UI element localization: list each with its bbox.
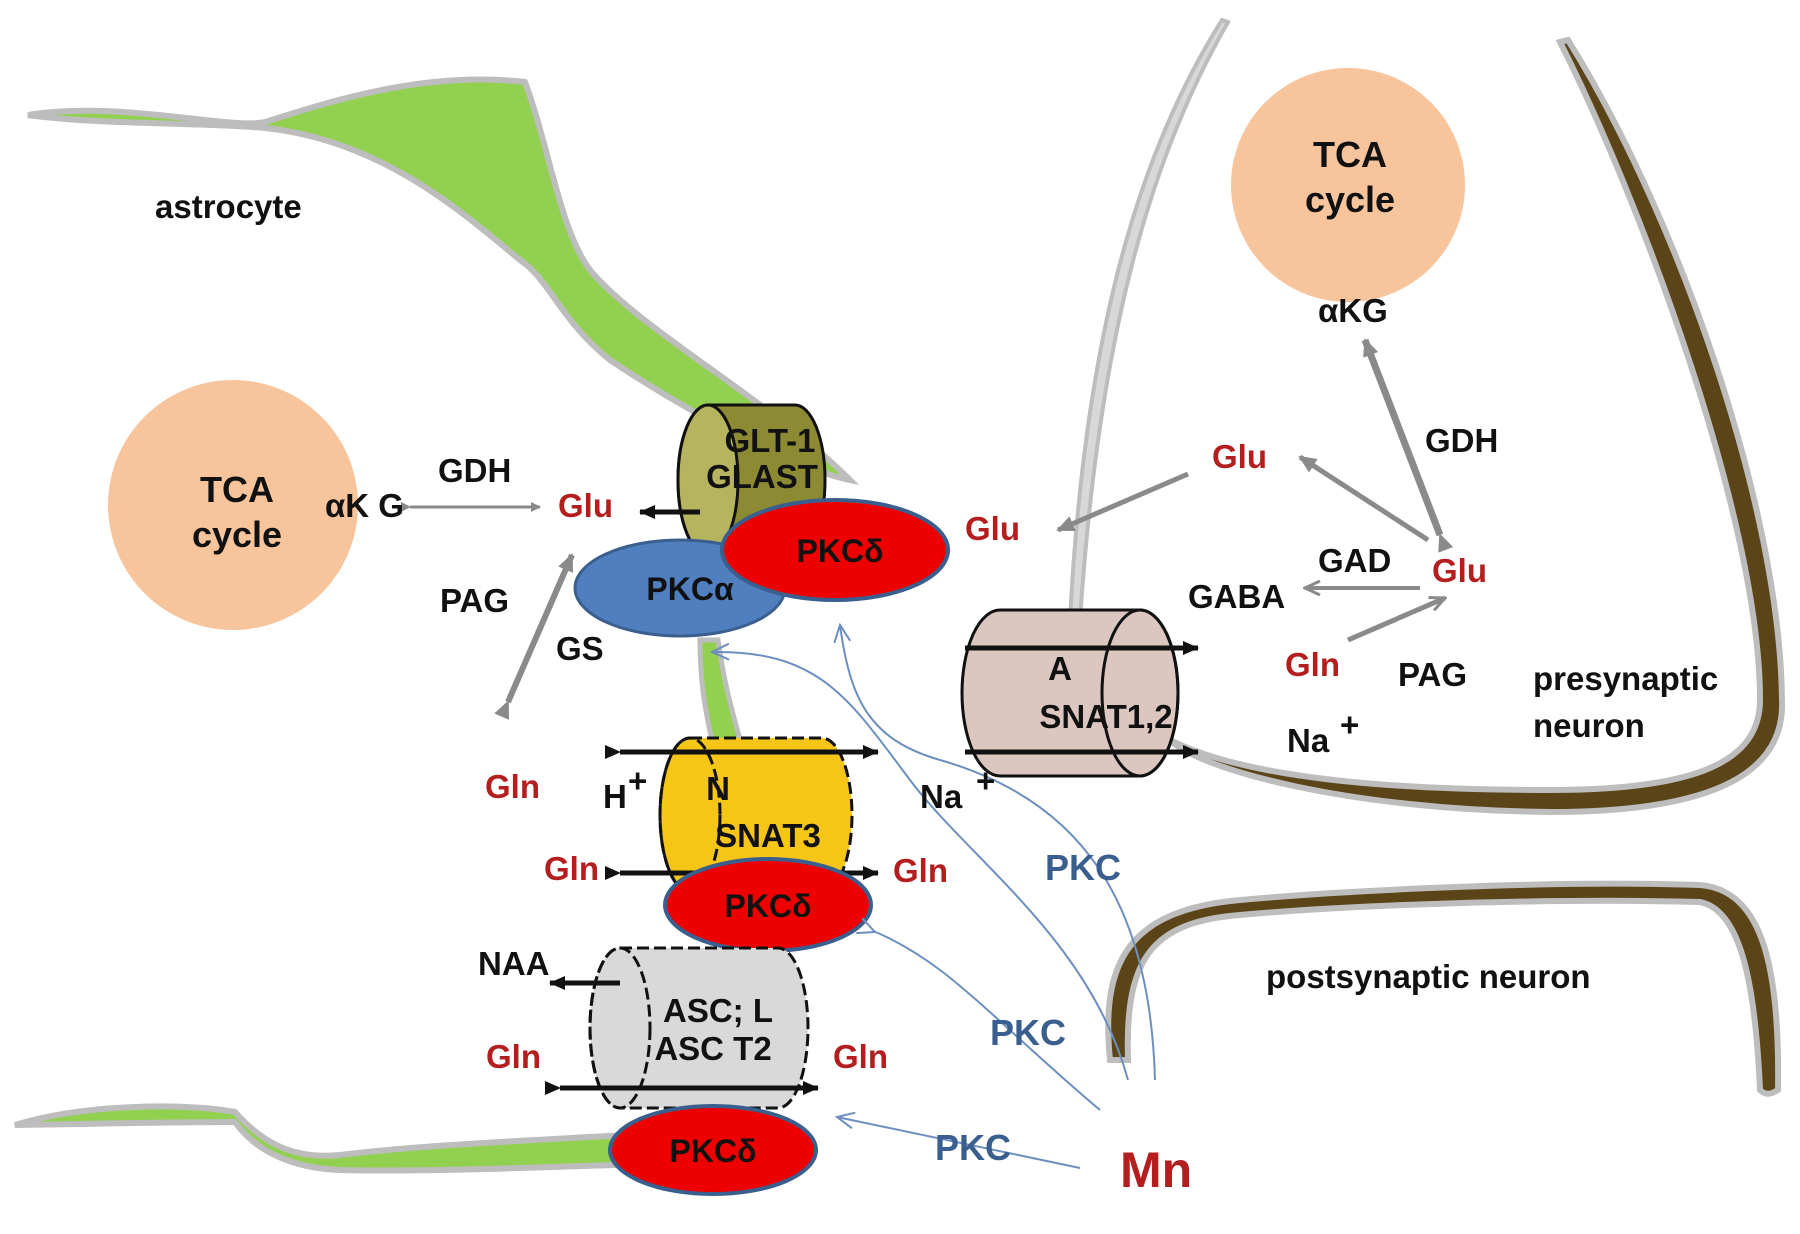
naa-label: NAA	[478, 945, 550, 982]
snat3-h-label: H	[603, 778, 627, 815]
system-a-transporter	[960, 608, 1199, 778]
pkc-delta-asct2	[608, 1104, 818, 1196]
astrocyte-tca-circle	[108, 380, 358, 630]
astrocyte-glu-label: Glu	[558, 487, 613, 524]
mn-label: Mn	[1120, 1142, 1192, 1198]
astrocyte-akg-label: αK G	[325, 487, 404, 524]
pkc-delta-snat3-label: PKCδ	[725, 888, 812, 924]
neuron-gln-label: Gln	[1285, 646, 1340, 683]
neuron-pag-label: PAG	[1398, 656, 1467, 693]
neuron-tca-label: TCA	[1313, 134, 1387, 175]
astrocyte-label: astrocyte	[155, 188, 302, 225]
asct2-gln-left-label: Gln	[486, 1038, 541, 1075]
postsynaptic-label: postsynaptic neuron	[1266, 958, 1591, 995]
snat12-label: SNAT1,2	[1039, 698, 1172, 735]
neuron-glu-release-arrow	[1056, 471, 1189, 533]
system-n-label: N	[706, 770, 730, 807]
asc-l-label: ASC; L	[663, 992, 773, 1029]
asct2-gln-right-label: Gln	[833, 1038, 888, 1075]
neuron-na-label: Na	[1287, 722, 1330, 759]
astrocyte-gs-label: GS	[556, 630, 604, 667]
gaba-label: GABA	[1188, 578, 1285, 615]
synaptic-na-label: Na	[920, 778, 963, 815]
pkc-delta-glt-label: PKCδ	[797, 533, 884, 569]
presynaptic-membrane-left	[1067, 17, 1231, 626]
synaptic-glu-label: Glu	[965, 510, 1020, 547]
neuron-glu-upper-label: Glu	[1212, 438, 1267, 475]
asct2-label: ASC T2	[654, 1030, 771, 1067]
snat3-label: SNAT3	[715, 817, 821, 854]
neuron-gdh-label: GDH	[1425, 422, 1498, 459]
astrocyte-membrane-process	[697, 637, 743, 747]
mn-pkc-arrow-upper	[840, 625, 1156, 1081]
astrocyte-tca-label-2: cycle	[192, 514, 282, 555]
astrocyte-membrane-top	[27, 76, 860, 485]
astrocyte-tca-label: TCA	[200, 469, 274, 510]
system-a-label: A	[1048, 650, 1072, 687]
neuron-pag-arrow	[1347, 595, 1445, 643]
glt1-label: GLT-1	[724, 422, 815, 459]
neuron-tca-circle	[1231, 68, 1465, 302]
glast-label: GLAST	[706, 458, 818, 495]
snat3-gln-left-label: Gln	[544, 850, 599, 887]
postsynaptic-membrane	[1105, 880, 1782, 1097]
neuron-glu-to-glu-arrow	[1298, 454, 1430, 543]
neuron-tca-label-2: cycle	[1305, 179, 1395, 220]
pkc-lower-label: PKC	[935, 1127, 1011, 1168]
pkc-middle-label: PKC	[990, 1012, 1066, 1053]
mn-pkc-arrow-middle	[874, 932, 1101, 1111]
pkc-alpha-label: PKCα	[646, 571, 734, 607]
neuron-glu-lower-label: Glu	[1432, 552, 1487, 589]
neuron-akg-label: αKG	[1318, 292, 1388, 329]
gad-label: GAD	[1318, 542, 1391, 579]
astrocyte-membrane-bottom	[14, 1103, 631, 1174]
presynaptic-neuron-label: neuron	[1533, 707, 1645, 744]
gs-pag-arrow	[494, 553, 575, 720]
astrocyte-pag-label: PAG	[440, 582, 509, 619]
astrocyte-gdh-label: GDH	[438, 452, 511, 489]
neuron-gdh-arrow	[1361, 338, 1454, 553]
synaptic-na-superscript: +	[976, 762, 995, 799]
neuron-na-superscript: +	[1340, 706, 1359, 743]
asct2-transporter	[545, 946, 819, 1110]
pkc-delta-asct2-label: PKCδ	[670, 1133, 757, 1169]
snat3-h-superscript: +	[628, 762, 647, 799]
snat3-gln-right-label: Gln	[893, 852, 948, 889]
pkc-upper-label: PKC	[1045, 847, 1121, 888]
pkc-delta-glt	[720, 498, 950, 602]
mn-pkc-arrow-lower	[837, 1117, 1081, 1169]
presynaptic-label: presynaptic	[1533, 660, 1718, 697]
mn-pkc-arrow-alpha	[712, 652, 1129, 1081]
snat3-gln-top-label: Gln	[485, 768, 540, 805]
